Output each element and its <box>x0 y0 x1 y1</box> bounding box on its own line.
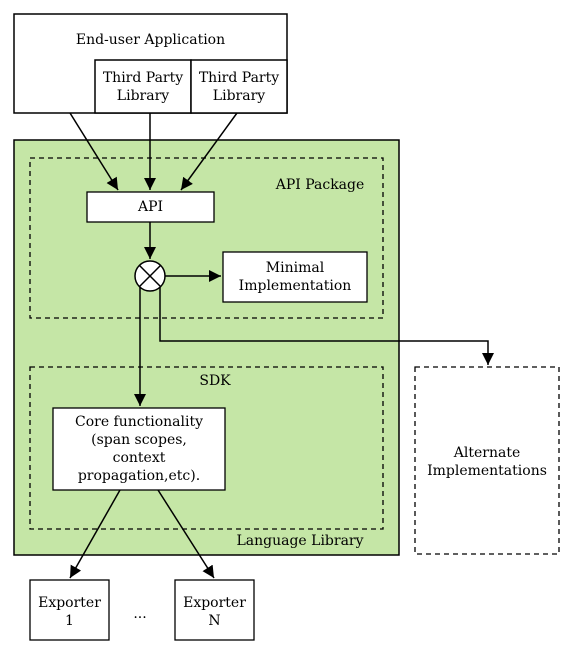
sdk-label: SDK <box>199 373 231 389</box>
minimal-implementation: Minimal Implementation <box>223 259 367 295</box>
core-line3: context <box>112 450 166 466</box>
exporter-1-line2: 1 <box>65 613 74 629</box>
third-party-library-1-line2: Library <box>116 88 170 104</box>
exporter-n-line1: Exporter <box>183 595 246 611</box>
exporters-ellipsis: ... <box>133 606 147 622</box>
exporter-box-1 <box>29 579 110 641</box>
api-package-label: API Package <box>275 177 365 193</box>
core-line2: (span scopes, <box>91 432 187 448</box>
exporter-n: Exporter N <box>175 594 254 630</box>
alternate-implementations-line2: Implementations <box>427 463 547 479</box>
alternate-implementations-line1: Alternate <box>453 445 521 461</box>
core-functionality: Core functionality (span scopes, context… <box>53 413 225 485</box>
core-line1: Core functionality <box>74 414 203 430</box>
arrow-switch-to-alternate <box>159 287 494 365</box>
language-library-label: Language Library <box>236 533 364 549</box>
sdk-box <box>29 366 384 530</box>
third-party-library-2: Third Party Library <box>191 69 287 105</box>
minimal-implementation-box <box>222 251 368 303</box>
alternate-implementations: Alternate Implementations <box>415 444 559 480</box>
implementation-switch-icon <box>134 260 166 292</box>
exporter-1: Exporter 1 <box>30 594 109 630</box>
end-user-application-label: End-user Application <box>75 32 226 48</box>
exporter-n-line2: N <box>208 613 221 629</box>
arrow-core-to-exporter-n <box>157 489 215 579</box>
exporter-1-line1: Exporter <box>38 595 101 611</box>
core-line4: propagation,etc). <box>77 468 201 484</box>
minimal-implementation-line2: Implementation <box>238 278 352 294</box>
third-party-library-box-2 <box>190 59 288 114</box>
third-party-library-2-line1: Third Party <box>198 70 280 86</box>
core-functionality-box <box>52 407 226 491</box>
alternate-implementations-box <box>414 366 560 555</box>
third-party-library-1-line1: Third Party <box>102 70 184 86</box>
arrow-app-to-api <box>69 112 119 191</box>
third-party-library-1: Third Party Library <box>95 69 191 105</box>
exporter-box-n <box>174 579 255 641</box>
arrow-lib2-to-api <box>180 112 238 191</box>
api-package-box <box>29 157 384 319</box>
api-label: API <box>137 199 164 215</box>
minimal-implementation-line1: Minimal <box>265 260 325 276</box>
arrow-core-to-exporter-1 <box>69 489 121 579</box>
third-party-library-2-line2: Library <box>212 88 266 104</box>
